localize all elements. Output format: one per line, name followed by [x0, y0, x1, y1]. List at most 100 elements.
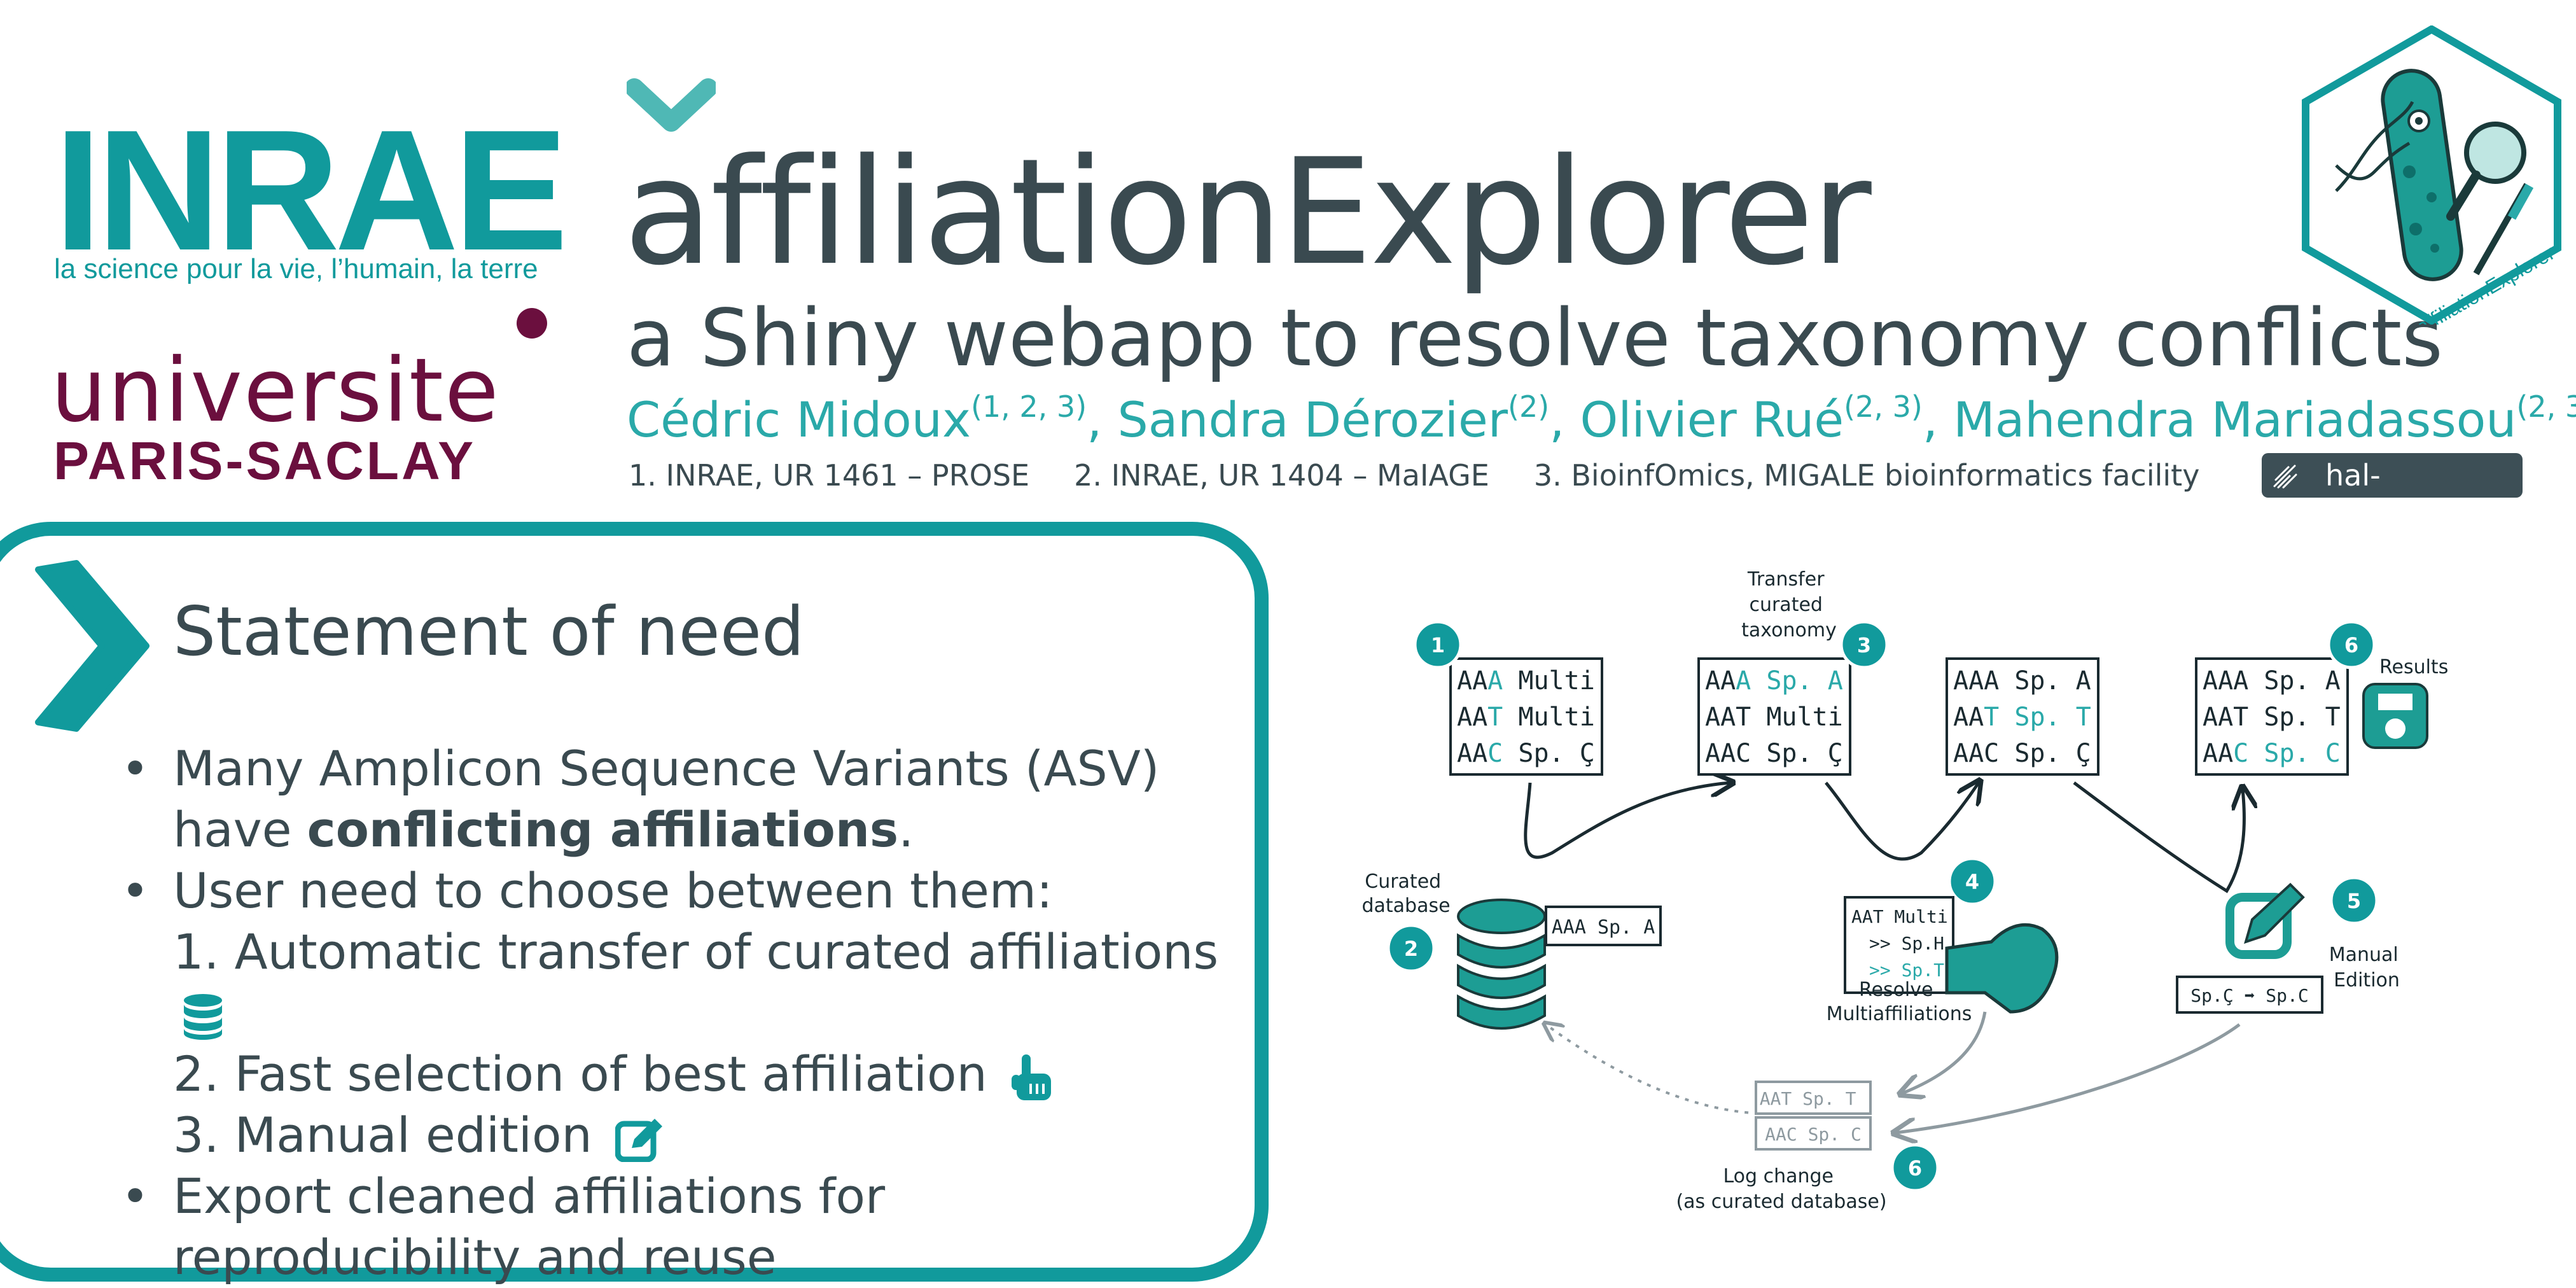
page-title: affiliationExplorer [623, 128, 1872, 298]
svg-text:AAA Multi AAT Multi: AAA Multi AAT Multi AAC Sp. Ç [1457, 666, 1610, 768]
multi-box [1844, 896, 1954, 994]
author-name: Olivier Rué [1580, 391, 1844, 448]
step-badge [1839, 620, 1889, 669]
ups-logo-top: universite [51, 339, 500, 442]
list-item: • User need to choose between them: [115, 860, 1234, 921]
table-box-4: AAA Sp. A AAT Sp. T AAC Sp. Ç [1946, 657, 2106, 776]
arrow [1896, 1023, 2241, 1133]
hand-pointer-icon [1945, 923, 2059, 1014]
taxon: Sp. T [2014, 703, 2091, 732]
affiliation-list: 1. INRAE, UR 1461 – PROSE 2. INRAE, UR 14… [629, 458, 2199, 493]
affiliation-item: 3. BioinfOmics, MIGALE bioinformatics fa… [1533, 458, 2200, 493]
db-entry-box [1545, 906, 1662, 946]
author-affil-ref: (2) [1508, 389, 1550, 424]
svg-text:AAA Sp. A AAT Sp. T: AAA Sp. A AAT Sp. T AAC Sp. C [2203, 666, 2356, 768]
inrae-tagline: la science pour la vie, l’humain, la ter… [54, 253, 538, 284]
database-icon [1457, 899, 1546, 1030]
chevron-right-icon [35, 560, 150, 732]
author-name: Mahendra Mariadassou [1953, 391, 2517, 448]
edit-icon [615, 1119, 662, 1162]
hal-icon [2273, 465, 2297, 489]
results-label: Results [2379, 656, 2448, 678]
author-name: Cédric Midoux [627, 391, 971, 448]
magnifier-icon [2446, 122, 2526, 221]
svg-text:4: 4 [1965, 870, 1979, 894]
seq-base: A [1487, 666, 1503, 696]
manual-label: Manual Edition [2329, 944, 2405, 991]
taxon: Sp. Ç [1518, 739, 1594, 768]
page-subtitle: a Shiny webapp to resolve taxonomy confl… [627, 293, 2443, 384]
affiliation-item: 2. INRAE, UR 1404 – MaIAGE [1074, 458, 1489, 493]
hand-pointer-icon [1011, 1054, 1051, 1100]
step-badge [1947, 857, 1997, 906]
svg-text:AAA Sp. A AAT Multi: AAA Sp. A AAT Multi AAC Sp. Ç [1705, 666, 1858, 768]
list-item: • Many Amplicon Sequence Variants (ASV) … [121, 740, 1160, 858]
edit-rule: Sp.Ç ➡ Sp.C [2190, 985, 2308, 1006]
bullet-emphasis: conflicting affiliations [307, 801, 899, 858]
edit-box [2176, 976, 2323, 1014]
table-box-1: AAA Multi AAT Multi AAC Sp. Ç [1449, 657, 1610, 776]
taxon: Sp. Ç [2014, 739, 2091, 768]
svg-text:5: 5 [2347, 889, 2361, 913]
statement-list: • Many Amplicon Sequence Variants (ASV) … [115, 738, 1234, 1288]
hal-id: hal-05644280 [2325, 458, 2475, 537]
sub-item-text: 3. Manual edition [173, 1107, 592, 1163]
taxon: Multi [1518, 666, 1594, 696]
save-icon [2362, 683, 2428, 749]
log-row [1755, 1081, 1872, 1115]
chevron-down-icon [627, 78, 716, 132]
author-name: Sandra Dérozier [1117, 391, 1508, 448]
resolve-label: Resolve Multiaffiliations [1827, 979, 1972, 1025]
curated-db-label: Curated database [1361, 871, 1450, 917]
db-entry: AAA Sp. A [1552, 916, 1655, 939]
sub-list-item: 2. Fast selection of best affiliation [173, 1044, 1234, 1105]
taxon: Sp. A [2014, 666, 2091, 696]
statement-title: Statement of need [173, 592, 805, 671]
step-badge [1890, 1143, 1940, 1193]
dna-icon [2335, 101, 2414, 192]
bullet-text: Export cleaned affiliations for reproduc… [173, 1168, 886, 1285]
arrow [2073, 781, 2244, 893]
sub-list-item: 1. Automatic transfer of curated affilia… [173, 921, 1234, 1044]
brush-icon [2473, 183, 2534, 276]
taxon: Multi [1518, 703, 1594, 732]
sub-list-item: 3. Manual edition [173, 1105, 1234, 1166]
arrow [1902, 1011, 1987, 1093]
svg-text:6: 6 [2344, 633, 2358, 657]
workflow-diagram: AAA Multi AAT Multi AAC Sp. Ç AAA Sp. A … [1361, 568, 2448, 1213]
svg-text:AAT Sp. T AAC Sp. C: AAT Sp. T AAC Sp. C [1760, 1088, 1867, 1145]
svg-text:3: 3 [1857, 633, 1871, 657]
step-badge [1386, 923, 1436, 973]
arrow [1825, 783, 1979, 861]
svg-text:1: 1 [1431, 633, 1445, 657]
taxon: Sp. Ç [1766, 739, 1842, 768]
statement-panel [0, 522, 1269, 1282]
step-badge [2327, 620, 2376, 669]
taxon: Sp. T [2264, 703, 2340, 732]
svg-text:6: 6 [1908, 1156, 1922, 1180]
arrow [1546, 1025, 1769, 1115]
affiliation-item: 1. INRAE, UR 1461 – PROSE [629, 458, 1030, 493]
author-list: Cédric Midoux(1, 2, 3), Sandra Dérozier(… [627, 392, 2576, 444]
sub-item-text: 2. Fast selection of best affiliation [173, 1046, 987, 1102]
author-affil-ref: (2, 3) [1844, 389, 1923, 424]
step-badge [1413, 620, 1463, 669]
arrow [1524, 783, 1730, 859]
svg-text:AAT Multi >> Sp.H >> S: AAT Multi >> Sp.H >> Sp.T [1851, 906, 1959, 981]
taxon: Sp. C [2264, 739, 2340, 768]
svg-text:AAA Sp. A AAT Sp. T: AAA Sp. A AAT Sp. T AAC Sp. Ç [1953, 666, 2106, 768]
hal-badge[interactable]: hal-05644280 [2262, 453, 2523, 537]
bullet-text: Many Amplicon Sequence Variants (ASV) ha… [173, 740, 1160, 858]
taxon: Sp. A [2264, 666, 2340, 696]
svg-text:2: 2 [1404, 937, 1418, 961]
taxon: Multi [1766, 703, 1842, 732]
bacterium-icon [2381, 69, 2463, 281]
table-box-3: AAA Sp. A AAT Multi AAC Sp. Ç [1697, 657, 1858, 776]
seq-prefix: AA [1457, 666, 1487, 696]
author-affil-ref: (1, 2, 3) [970, 389, 1087, 424]
bullet-text: User need to choose between them: [173, 862, 1053, 919]
step-badge [2329, 876, 2379, 925]
ups-logo-bottom: PARIS-SACLAY [53, 431, 477, 491]
ups-logo-dot [517, 308, 547, 339]
table-box-6: AAA Sp. A AAT Sp. T AAC Sp. C [2195, 657, 2356, 776]
